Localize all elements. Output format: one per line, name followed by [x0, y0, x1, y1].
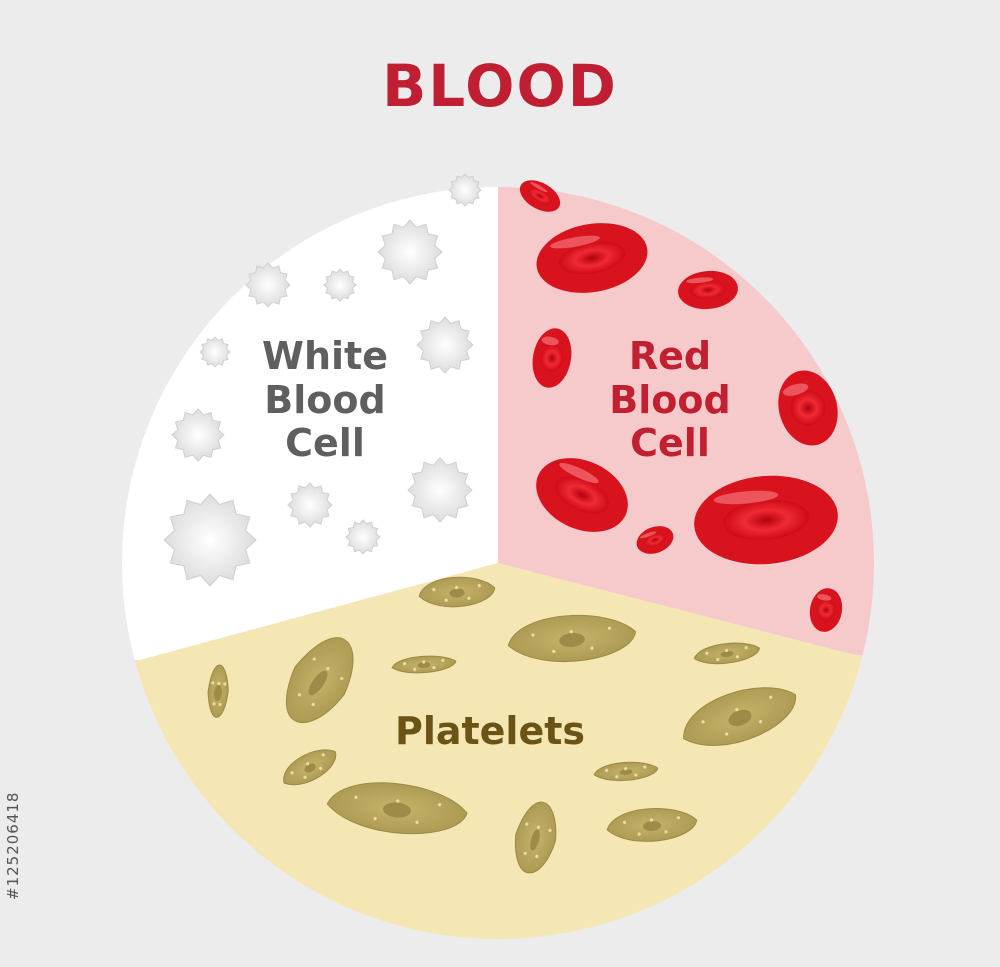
platelet — [514, 801, 557, 874]
platelet — [507, 615, 637, 663]
white-blood-cell — [448, 173, 482, 207]
red-blood-cell — [809, 588, 843, 632]
platelet — [391, 655, 457, 674]
red-blood-cell — [536, 458, 628, 532]
platelet — [693, 642, 761, 665]
white-blood-cell — [287, 482, 333, 528]
white-label-line3: Cell — [285, 421, 365, 466]
red-blood-cell — [519, 180, 561, 212]
red-blood-cell — [532, 328, 572, 388]
red-blood-cell-label: Red Blood Cell — [590, 334, 750, 466]
red-blood-cell — [694, 475, 838, 565]
red-blood-cell — [536, 223, 648, 293]
platelets-label: Platelets — [394, 709, 586, 753]
white-blood-cell — [323, 268, 357, 302]
white-blood-cell — [171, 408, 225, 462]
red-label-line2: Blood — [609, 377, 731, 422]
platelet — [326, 782, 468, 835]
red-label-line3: Cell — [630, 421, 710, 466]
stock-id: #125206418 — [4, 791, 22, 900]
platelet — [593, 761, 659, 782]
platelet — [285, 637, 354, 723]
red-blood-cell — [678, 270, 738, 310]
white-blood-cell — [245, 262, 291, 308]
red-blood-cell — [778, 370, 838, 446]
white-label-line2: Blood — [264, 377, 386, 422]
platelet — [606, 808, 698, 842]
white-blood-cell — [416, 316, 474, 374]
white-blood-cell — [407, 457, 473, 523]
platelet — [683, 687, 796, 746]
white-blood-cell — [345, 519, 381, 555]
red-blood-cells — [519, 180, 843, 632]
white-blood-cell — [163, 493, 257, 587]
page-title: BLOOD — [382, 52, 618, 120]
white-blood-cell — [377, 219, 443, 285]
red-blood-cell — [636, 526, 674, 554]
white-blood-cell — [199, 336, 231, 368]
platelet — [283, 749, 337, 786]
platelet — [418, 576, 496, 608]
white-label-line1: White — [262, 334, 388, 378]
red-label-line1: Red — [628, 334, 712, 378]
platelet — [207, 664, 229, 718]
platelets — [207, 576, 796, 874]
white-blood-cell-label: White Blood Cell — [235, 334, 415, 466]
white-blood-cells — [163, 173, 482, 587]
